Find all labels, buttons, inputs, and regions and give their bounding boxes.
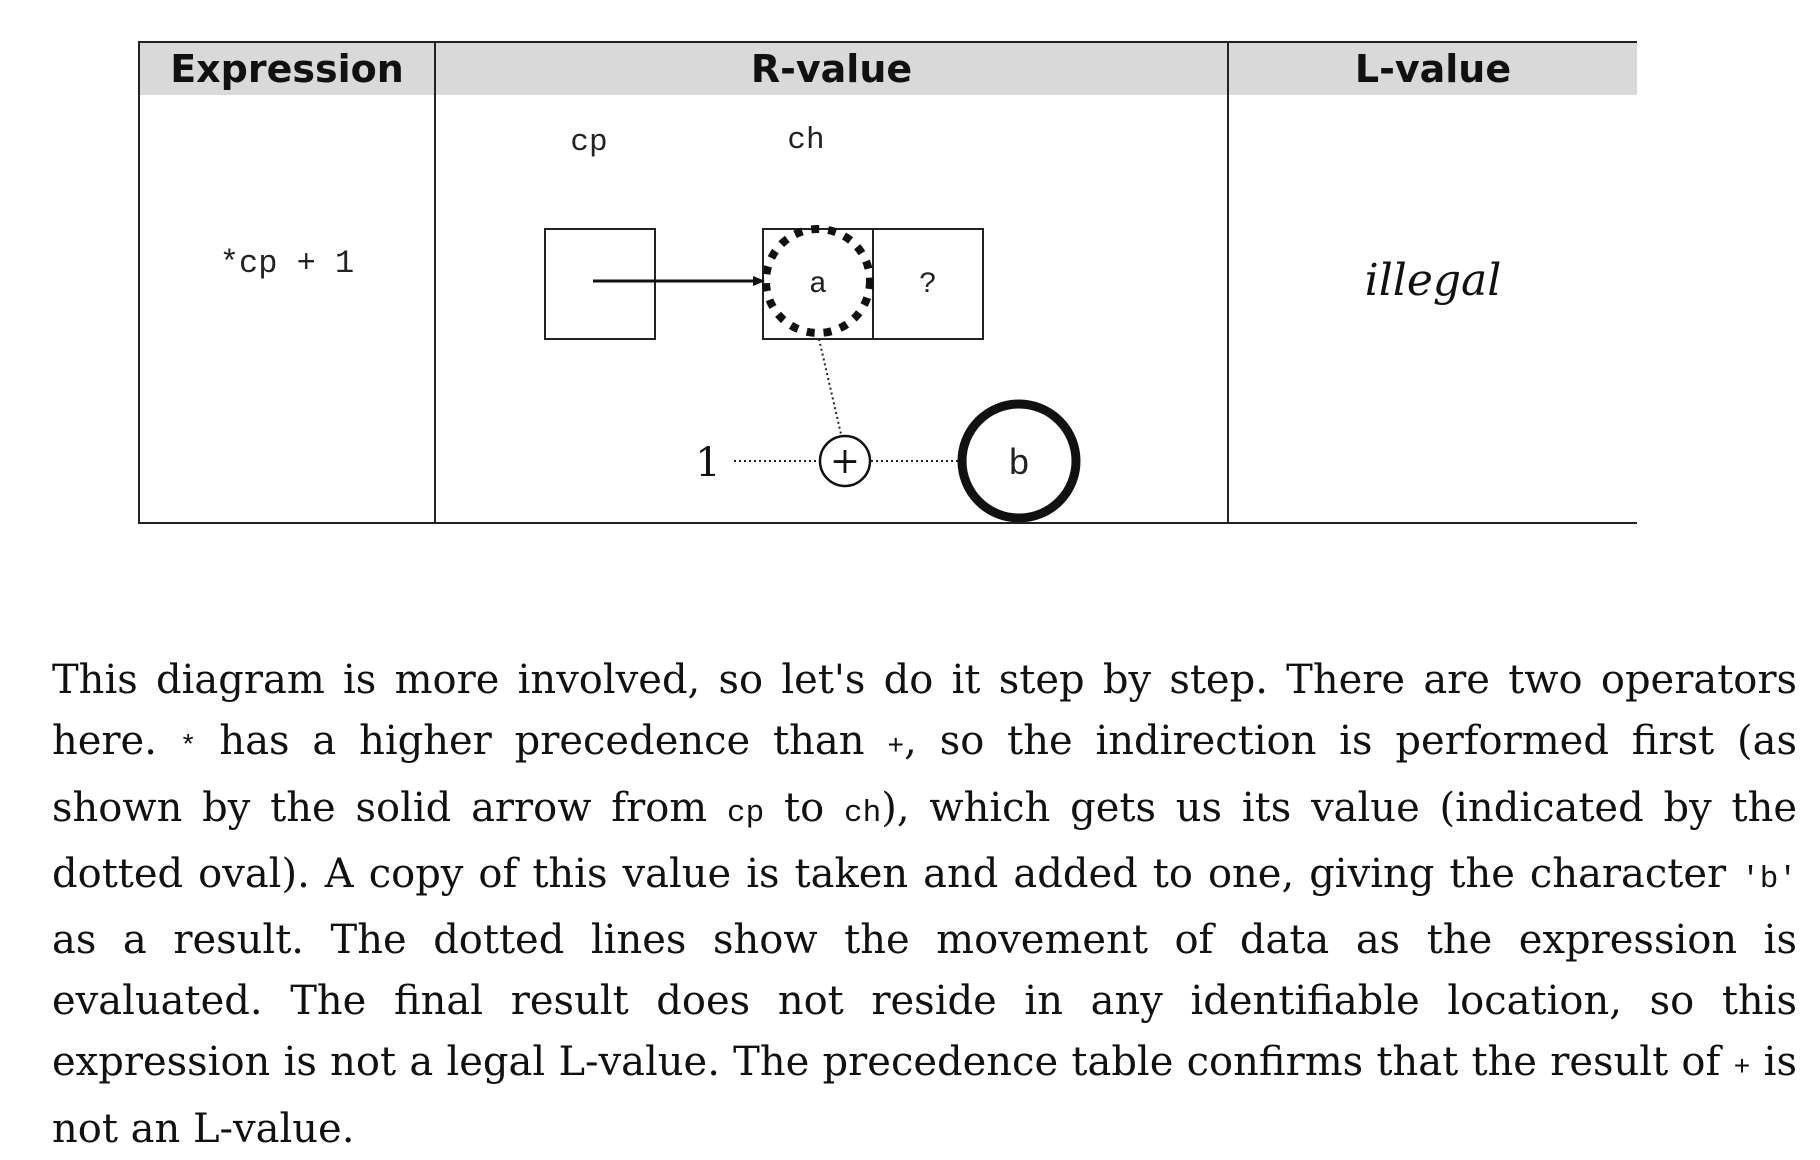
header-expression: Expression bbox=[140, 43, 436, 95]
result-value: b bbox=[1008, 444, 1030, 485]
paragraph-symbol-plus-2: + bbox=[1733, 1053, 1751, 1084]
ch-label: ch bbox=[787, 123, 824, 158]
paragraph-symbol-plus: + bbox=[887, 732, 905, 763]
operand-one: 1 bbox=[695, 440, 720, 486]
lvalue-cell: illegal bbox=[1229, 95, 1637, 522]
paragraph-text-6: as a result. The dotted lines show the m… bbox=[52, 917, 1797, 1085]
expression-cell: *cp + 1 bbox=[140, 95, 436, 522]
header-rvalue: R-value bbox=[436, 43, 1229, 95]
paragraph-code-cp: cp bbox=[727, 796, 765, 831]
paragraph-symbol-star: * bbox=[179, 732, 197, 763]
rvalue-cell: cp ch a ? 1 + b bbox=[436, 95, 1229, 523]
expression-table: Expression R-value L-value *cp + 1 cp ch bbox=[138, 41, 1637, 524]
paragraph-text-5: ), which gets us its value (indicated by… bbox=[52, 785, 1797, 897]
paragraph-code-ch: ch bbox=[844, 796, 882, 831]
paragraph-text-4: to bbox=[764, 785, 845, 831]
data-flow-line-down bbox=[818, 338, 845, 448]
paragraph-text-1: This diagram is more involved, so let's … bbox=[52, 657, 1797, 764]
dotted-oval bbox=[762, 225, 874, 337]
result-circle bbox=[957, 399, 1081, 523]
ch-value: a bbox=[809, 268, 827, 302]
plus-operator: + bbox=[830, 441, 860, 482]
paragraph-text-2: has a higher precedence than bbox=[196, 718, 888, 764]
plus-operator-circle bbox=[818, 434, 872, 488]
explanation-paragraph: This diagram is more involved, so let's … bbox=[52, 650, 1797, 1160]
lvalue-text: illegal bbox=[1364, 255, 1502, 306]
next-value: ? bbox=[919, 268, 937, 302]
expression-text: *cp + 1 bbox=[219, 245, 355, 282]
cp-label: cp bbox=[570, 125, 607, 160]
header-lvalue: L-value bbox=[1229, 43, 1637, 95]
rvalue-diagram: cp ch a ? 1 + b bbox=[544, 123, 1081, 523]
paragraph-code-b: 'b' bbox=[1741, 862, 1797, 897]
paragraph-text-3: , so the indirection is performed first … bbox=[52, 718, 1798, 831]
cp-box bbox=[544, 228, 656, 340]
